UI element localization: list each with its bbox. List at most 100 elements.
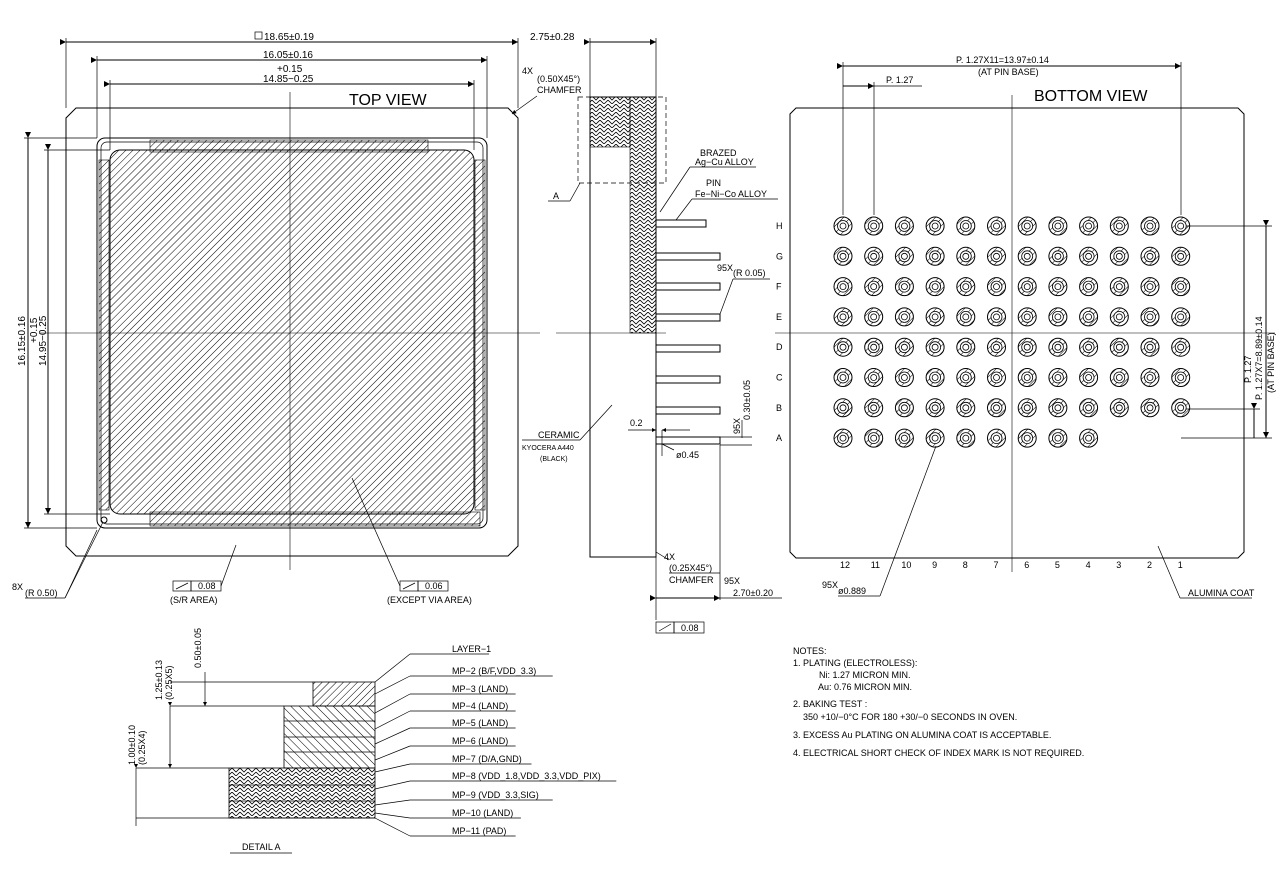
ball-H6 (1017, 216, 1037, 236)
svg-text:MP−4 (LAND): MP−4 (LAND) (452, 701, 508, 711)
ball-G1 (1171, 246, 1191, 266)
pitch: P. 1.27 (886, 75, 913, 85)
ball-D10 (894, 337, 914, 357)
col-label: 10 (901, 560, 911, 570)
col-label: 9 (932, 560, 937, 570)
ball-H3 (1109, 216, 1129, 236)
pin-label: PIN (706, 178, 721, 188)
ball-D4 (1079, 337, 1099, 357)
ball-H9 (925, 216, 945, 236)
ball-F2 (1140, 277, 1160, 297)
ball-A10 (894, 428, 914, 448)
flat1-note: (S/R AREA) (170, 595, 218, 605)
note-1: 1. PLATING (ELECTROLESS): (793, 658, 917, 668)
dim-side-tol: +0.15 (29, 317, 40, 343)
dim-outer: 18.65±0.19 (264, 32, 314, 43)
note-1b: Au: 0.76 MICRON MIN. (818, 682, 912, 692)
ball-H4 (1079, 216, 1099, 236)
bottom-view: BOTTOM VIEW P. 1.27X11=13.97±0.14 (AT PI… (775, 55, 1276, 599)
ball-F9 (925, 277, 945, 297)
ball-H1 (1171, 216, 1191, 236)
layer-label-5: MP−5 (LAND) (374, 718, 516, 745)
outer-outline (65, 107, 519, 557)
ball-F3 (1109, 277, 1129, 297)
ball-C5 (1048, 368, 1068, 387)
radius-val: (R 0.50) (25, 588, 58, 598)
pin-h-count: 95X (732, 418, 742, 434)
brazed-mat: Ag−Cu ALLOY (695, 157, 754, 167)
detail-d3b: (0.25X4) (137, 730, 147, 765)
side-chamfer-label: CHAMFER (669, 575, 714, 585)
alumina-coat: ALUMINA COAT (1188, 588, 1255, 598)
flat2-note: (EXCEPT VIA AREA) (387, 595, 472, 605)
ball-F12 (833, 277, 853, 297)
ball-G12 (833, 246, 853, 266)
side-view: 2.75±0.28 A BRAZED Ag−Cu ALLOY PIN Fe−Ni… (522, 32, 783, 634)
ball-H8 (956, 216, 976, 236)
ball-D2 (1140, 337, 1160, 357)
dim-thickness: 2.75±0.28 (530, 32, 575, 43)
ball-G2 (1140, 246, 1160, 266)
ball-B10 (894, 398, 914, 418)
dim-tol-plus: +0.15 (277, 64, 303, 75)
ball-A12 (833, 428, 853, 448)
ball-D1 (1171, 337, 1191, 357)
v-pitch-note: (AT PIN BASE) (1266, 332, 1276, 393)
notes: NOTES: 1. PLATING (ELECTROLESS): Ni: 1.2… (793, 646, 1084, 758)
ball-E10 (894, 307, 914, 327)
svg-text:MP−6 (LAND): MP−6 (LAND) (452, 736, 508, 746)
row-label: D (776, 342, 783, 352)
dim-mid: 16.05±0.16 (263, 50, 313, 61)
layer-label-11: MP−11 (PAD) (374, 817, 516, 837)
svg-text:MP−10 (LAND): MP−10 (LAND) (452, 808, 513, 818)
col-label: 4 (1086, 560, 1091, 570)
svg-text:MP−11 (PAD): MP−11 (PAD) (452, 826, 506, 836)
ball-G11 (864, 246, 884, 266)
ball-F10 (894, 277, 914, 297)
flat2-val: 0.06 (425, 581, 443, 591)
ball-H2 (1140, 216, 1160, 236)
ball-F8 (956, 277, 976, 297)
ball-B1 (1171, 398, 1191, 418)
ball-A8 (956, 428, 976, 448)
col-label: 12 (840, 560, 850, 570)
pins (655, 219, 721, 445)
ball-A7 (987, 428, 1006, 448)
detail-a: 0.50±0.05 1.25±0.13 (0.25X5) 1.00±0.10 (… (127, 628, 617, 854)
label-a: A (553, 191, 559, 201)
row-label: A (776, 433, 782, 443)
detail-d3a: 1.00±0.10 (127, 725, 137, 765)
ball-B2 (1140, 398, 1160, 418)
pitch-total: P. 1.27X11=13.97±0.14 (956, 55, 1049, 65)
ball-H12 (833, 216, 853, 236)
pin-radius-count: 95X (717, 263, 733, 273)
layer-mp2 (312, 681, 376, 707)
col-label: 2 (1147, 560, 1152, 570)
row-label: G (776, 251, 783, 261)
ball-F7 (987, 277, 1006, 297)
dim-0-2: 0.2 (630, 418, 643, 428)
ball-E4 (1079, 307, 1099, 327)
layer-label-1: LAYER−1 (374, 644, 491, 683)
ball-C2 (1140, 368, 1160, 387)
layer-label-4: MP−4 (LAND) (374, 701, 516, 730)
ball-B11 (864, 398, 884, 418)
ball-D11 (864, 337, 884, 357)
left-pad-row (98, 159, 110, 511)
ball-A6 (1017, 428, 1037, 448)
ball-G7 (987, 246, 1006, 266)
ball-E1 (1171, 307, 1191, 327)
row-label: H (776, 221, 783, 231)
ball-H11 (864, 216, 884, 236)
ball-B6 (1017, 398, 1037, 418)
ball-A5 (1048, 428, 1068, 448)
ball-E12 (833, 307, 853, 327)
layer-label-2: MP−2 (B/F,VDD_3.3) (374, 666, 553, 695)
chamfer-label: CHAMFER (537, 85, 582, 95)
ball-E8 (956, 307, 976, 327)
pin-dia-b: ø0.889 (838, 586, 866, 596)
ball-A4 (1079, 428, 1099, 448)
ball-grid (833, 216, 1191, 448)
